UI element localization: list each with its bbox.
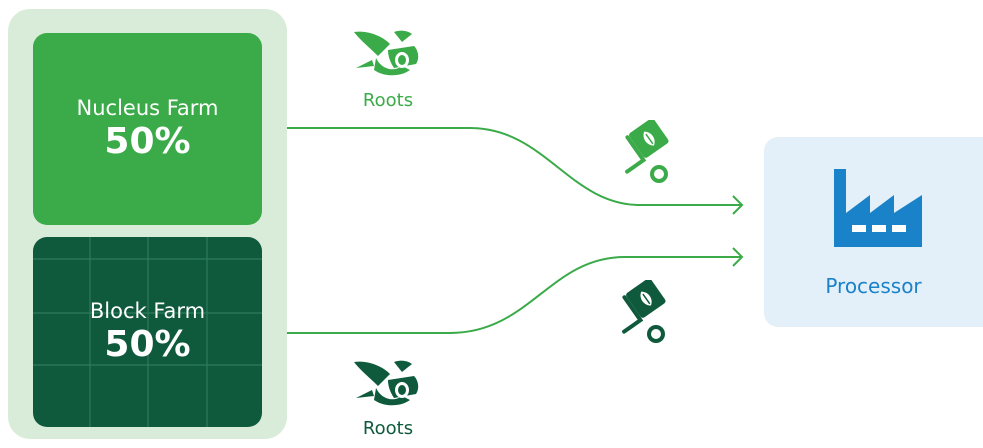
block-farm-box: Block Farm 50% [33, 237, 262, 427]
block-farm-name: Block Farm [89, 298, 206, 323]
factory-icon [834, 169, 922, 247]
roots-icon [354, 360, 419, 406]
top-roots-label: Roots [362, 90, 414, 111]
nucleus-farm-box: Nucleus Farm 50% [33, 33, 262, 225]
bottom-flow-line [287, 256, 742, 334]
roots-icon [354, 30, 419, 76]
processor-label: Processor [825, 274, 922, 298]
hand-truck-leaf-icon [625, 120, 669, 183]
nucleus-farm-name: Nucleus Farm [76, 95, 219, 120]
top-flow-line [287, 127, 742, 206]
processor-box: Processor [764, 137, 983, 327]
bottom-flow-arrowhead [732, 247, 744, 267]
block-farm-share: 50% [104, 323, 191, 365]
hand-truck-leaf-icon [622, 280, 666, 343]
bottom-roots-label: Roots [362, 418, 414, 439]
block-farm-grid [33, 237, 262, 427]
top-flow-arrowhead [732, 195, 744, 215]
nucleus-farm-share: 50% [104, 120, 191, 162]
